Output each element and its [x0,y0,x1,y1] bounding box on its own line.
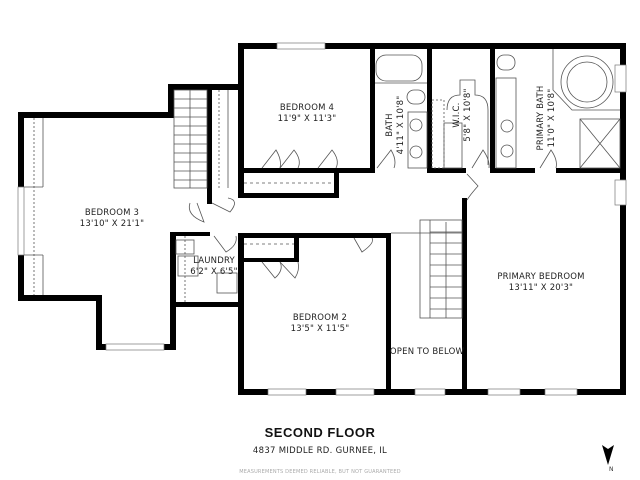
north-label: N [609,466,614,473]
room-name: LAUNDRY [193,256,235,266]
room-size: 5'8" X 10'8" [463,88,473,142]
room-name: BATH [385,113,395,137]
room-open-to-below: OPEN TO BELOW [390,347,464,358]
room-size: 11'9" X 11'3" [277,114,337,124]
room-name: BEDROOM 3 [84,208,140,218]
disclaimer: MEASUREMENTS DEEMED RELIABLE, BUT NOT GU… [239,469,401,475]
north-arrow-icon [602,445,614,465]
room-name: BEDROOM 4 [279,103,335,113]
room-primary-bath: PRIMARY BATH 11'0" X 10'8" [536,86,558,151]
windows [17,42,627,396]
room-name: PRIMARY BATH [536,85,546,151]
room-bedroom-4: BEDROOM 4 11'9" X 11'3" [278,103,337,125]
room-name: OPEN TO BELOW [389,347,465,357]
property-address: 4837 MIDDLE RD. GURNEE, IL [252,446,388,456]
stairs-left [173,89,208,189]
room-size: 4'11" X 10'8" [396,95,406,155]
room-bedroom-3: BEDROOM 3 13'10" X 21'1" [80,208,144,230]
floor-title: SECOND FLOOR [264,425,376,440]
room-size: 13'10" X 21'1" [79,219,145,229]
room-bath: BATH 4'11" X 10'8" [385,96,407,155]
room-primary-bedroom: PRIMARY BEDROOM 13'11" X 20'3" [497,272,584,294]
room-laundry: LAUNDRY 6'2" X 6'5" [190,256,238,278]
room-size: 13'5" X 11'5" [290,324,350,334]
fixtures [24,49,621,319]
room-name: BEDROOM 2 [292,313,348,323]
room-bedroom-2: BEDROOM 2 13'5" X 11'5" [291,313,350,335]
room-size: 6'2" X 6'5" [190,267,238,277]
stairs-middle [419,219,463,319]
room-wic: W.I.C. 5'8" X 10'8" [452,88,474,141]
room-size: 11'0" X 10'8" [547,88,557,148]
room-name: PRIMARY BEDROOM [497,272,585,282]
room-size: 13'11" X 20'3" [508,283,574,293]
room-name: W.I.C. [452,102,462,128]
